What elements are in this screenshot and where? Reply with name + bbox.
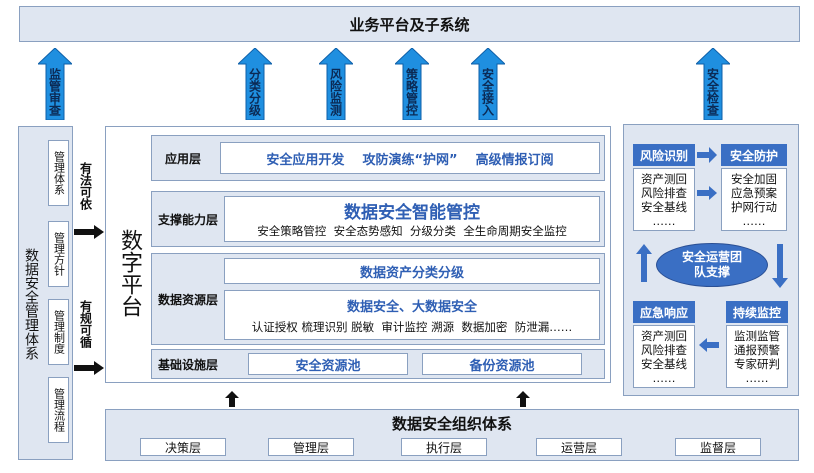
org-layer-decision: 决策层 bbox=[140, 438, 226, 456]
up-arrow-security-check-label: 安全检查 bbox=[705, 68, 720, 116]
data-security-box: 数据安全、大数据安全 认证授权 梳理识别 脱敏 审计监控 溯源 数据加密 防泄漏… bbox=[224, 290, 600, 340]
layer-application-name: 应用层 bbox=[164, 151, 201, 166]
org-layer-supervision: 监督层 bbox=[675, 438, 761, 456]
management-system-title: 数据安全管理体系 bbox=[23, 248, 39, 360]
security-ops-team: 安全运营团队支撑 bbox=[656, 243, 768, 287]
arrow-risk-to-protect bbox=[697, 146, 717, 164]
up-arrow-security-check: 安全检查 bbox=[696, 48, 730, 120]
security-ops-team-label: 安全运营团队支撑 bbox=[681, 250, 742, 279]
emergency-item: 安全基线 bbox=[641, 357, 687, 371]
continuous-monitoring-list: 监测监管 通报预警 专家研判 …… bbox=[726, 325, 788, 388]
arrow-monitor-to-emergency bbox=[699, 337, 719, 352]
management-item-system: 管理体系 bbox=[48, 140, 69, 206]
business-platform-title: 业务平台及子系统 bbox=[349, 15, 470, 34]
layer-data-resource-name: 数据资源层 bbox=[157, 292, 218, 307]
emergency-response-title: 应急响应 bbox=[633, 301, 695, 323]
risk-item: …… bbox=[652, 214, 676, 228]
protect-item: …… bbox=[742, 214, 766, 228]
security-resource-pool: 安全资源池 bbox=[248, 353, 408, 375]
risk-identification-list: 资产测回 风险排查 安全基线 …… bbox=[633, 168, 695, 231]
management-item-process: 管理流程 bbox=[48, 377, 69, 443]
up-arrow-risk-monitoring-label: 风险监测 bbox=[328, 68, 343, 116]
org-layer-operation: 运营层 bbox=[536, 438, 622, 456]
label-rules: 有规可循 bbox=[78, 300, 93, 348]
support-sub: 安全策略管控 安全态势感知 分级分类 全生命周期安全监控 bbox=[257, 224, 567, 238]
layer-data-resource: 数据资源层 数据资产分类分级 数据安全、大数据安全 认证授权 梳理识别 脱敏 审… bbox=[151, 253, 605, 345]
small-up-arrow-left bbox=[225, 391, 239, 407]
organization-system-bar: 数据安全组织体系 决策层 管理层 执行层 运营层 监督层 bbox=[105, 409, 799, 461]
emergency-item: 资产测回 bbox=[641, 329, 687, 343]
label-lawful: 有法可依 bbox=[78, 162, 93, 210]
management-item-regulation: 管理制度 bbox=[48, 299, 69, 365]
layer-infrastructure-name: 基础设施层 bbox=[157, 357, 218, 372]
monitor-item: …… bbox=[745, 371, 769, 385]
arrow-up-cycle bbox=[636, 244, 652, 282]
up-arrow-supervision-label: 监管审查 bbox=[47, 68, 62, 116]
risk-identification-title: 风险识别 bbox=[633, 144, 695, 166]
protect-item: 安全加固 bbox=[731, 172, 777, 186]
arrow-down-cycle bbox=[772, 244, 788, 288]
management-item-policy: 管理方针 bbox=[48, 221, 69, 287]
arrow-into-protect bbox=[697, 185, 717, 200]
data-asset-box: 数据资产分类分级 bbox=[224, 258, 600, 284]
data-security-sub: 认证授权 梳理识别 脱敏 审计监控 溯源 数据加密 防泄漏…… bbox=[251, 320, 573, 334]
support-title: 数据安全智能管控 bbox=[344, 202, 480, 223]
org-layer-execution: 执行层 bbox=[401, 438, 487, 456]
emergency-item: 风险排查 bbox=[641, 343, 687, 357]
continuous-monitoring-title: 持续监控 bbox=[726, 301, 788, 323]
layer-application-content: 安全应用开发 攻防演练“护网” 高级情报订阅 bbox=[220, 142, 600, 174]
up-arrow-classification: 分类分级 bbox=[238, 48, 272, 120]
right-arrow-top bbox=[74, 225, 104, 239]
business-platform-bar: 业务平台及子系统 bbox=[19, 6, 800, 42]
up-arrow-secure-access: 安全接入 bbox=[471, 48, 505, 120]
data-security-title: 数据安全、大数据安全 bbox=[346, 299, 477, 315]
risk-item: 安全基线 bbox=[641, 200, 687, 214]
right-arrow-bottom bbox=[74, 361, 104, 375]
backup-resource-pool: 备份资源池 bbox=[422, 353, 582, 375]
up-arrow-policy-control: 策略管控 bbox=[395, 48, 429, 120]
digital-platform: 数字平台 应用层 安全应用开发 攻防演练“护网” 高级情报订阅 支撑能力层 数据… bbox=[105, 126, 611, 383]
up-arrow-classification-label: 分类分级 bbox=[247, 68, 262, 116]
monitor-item: 通报预警 bbox=[734, 343, 780, 357]
up-arrow-policy-control-label: 策略管控 bbox=[404, 68, 419, 116]
small-up-arrow-right bbox=[516, 391, 530, 407]
emergency-response-list: 资产测回 风险排查 安全基线 …… bbox=[633, 325, 695, 388]
protect-item: 应急预案 bbox=[731, 186, 777, 200]
up-arrow-supervision: 监管审查 bbox=[38, 48, 72, 120]
up-arrow-risk-monitoring: 风险监测 bbox=[319, 48, 353, 120]
risk-item: 资产测回 bbox=[641, 172, 687, 186]
protect-item: 护网行动 bbox=[731, 200, 777, 214]
security-protection-list: 安全加固 应急预案 护网行动 …… bbox=[721, 168, 787, 231]
security-operations-panel: 风险识别 资产测回 风险排查 安全基线 …… 安全防护 安全加固 应急预案 护网… bbox=[623, 124, 799, 396]
layer-infrastructure: 基础设施层 安全资源池 备份资源池 bbox=[151, 349, 605, 379]
monitor-item: 专家研判 bbox=[734, 357, 780, 371]
layer-support: 支撑能力层 数据安全智能管控 安全策略管控 安全态势感知 分级分类 全生命周期安… bbox=[151, 191, 605, 247]
security-protection-title: 安全防护 bbox=[721, 144, 787, 166]
emergency-item: …… bbox=[652, 371, 676, 385]
risk-item: 风险排查 bbox=[641, 186, 687, 200]
up-arrow-secure-access-label: 安全接入 bbox=[480, 68, 495, 116]
management-system-panel: 数据安全管理体系 管理体系 管理方针 管理制度 管理流程 bbox=[18, 126, 73, 460]
layer-application: 应用层 安全应用开发 攻防演练“护网” 高级情报订阅 bbox=[151, 135, 605, 181]
organization-system-title: 数据安全组织体系 bbox=[391, 414, 512, 433]
digital-platform-title: 数字平台 bbox=[117, 229, 142, 317]
layer-support-name: 支撑能力层 bbox=[157, 212, 218, 227]
org-layer-management: 管理层 bbox=[268, 438, 354, 456]
monitor-item: 监测监管 bbox=[734, 329, 780, 343]
support-box: 数据安全智能管控 安全策略管控 安全态势感知 分级分类 全生命周期安全监控 bbox=[224, 196, 600, 242]
